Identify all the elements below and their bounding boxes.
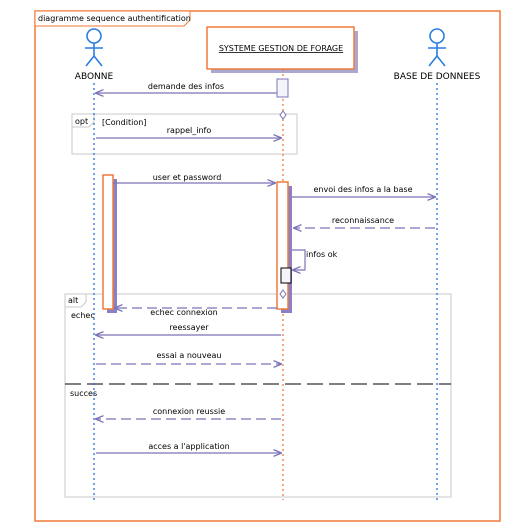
message-label: rappel_info — [167, 126, 212, 135]
opt-fragment: opt [Condition] — [71, 113, 298, 155]
message-label: essai a nouveau — [156, 351, 221, 360]
lifeline-systeme: SYSTEME GESTION DE FORAGE — [206, 26, 358, 500]
message-user-et-password: user et password — [113, 173, 275, 183]
opt-fragment-tab — [71, 113, 95, 128]
message-infos-ok: infos ok — [292, 249, 338, 270]
message-connexion-reussie: connexion reussie — [96, 407, 281, 419]
message-essai-a-nouveau: essai a nouveau — [96, 351, 281, 364]
frame-title: diagramme sequence authentification — [38, 14, 191, 23]
alt-operand-succes: succes — [70, 389, 97, 398]
message-label: acces a l'application — [148, 442, 229, 451]
message-demande-des-infos: demande des infos — [96, 82, 277, 93]
fragment-diamond-opt — [279, 110, 287, 120]
message-echec-connexion: echec connexion — [115, 308, 277, 317]
activation-systeme-1 — [276, 78, 289, 98]
opt-fragment-border — [71, 113, 298, 155]
lifeline-base-label: BASE DE DONNEES — [394, 72, 481, 82]
message-label: echec connexion — [150, 308, 217, 317]
alt-operand-echec: echec — [71, 311, 95, 320]
message-reessayer: reessayer — [96, 323, 281, 335]
lifeline-systeme-label: SYSTEME GESTION DE FORAGE — [219, 44, 343, 53]
lifeline-systeme-box — [206, 26, 355, 70]
lifeline-abonne: ABONNE — [75, 28, 114, 500]
fragment-diamond-alt — [279, 289, 287, 299]
message-label: user et password — [153, 173, 222, 182]
lifeline-base: BASE DE DONNEES — [394, 28, 481, 500]
actor-abonne-icon — [85, 28, 103, 67]
alt-fragment-border — [64, 293, 452, 498]
alt-operator: alt — [68, 296, 78, 305]
message-label: reessayer — [169, 323, 209, 332]
activation-systeme-self — [280, 267, 292, 284]
message-label: infos ok — [306, 250, 338, 259]
message-label: reconnaissance — [332, 216, 394, 225]
frame-border — [34, 10, 501, 522]
activation-systeme-2 — [276, 181, 289, 310]
lifeline-abonne-label: ABONNE — [75, 72, 114, 82]
message-label: demande des infos — [148, 82, 224, 91]
diagram-frame: diagramme sequence authentification — [34, 10, 501, 522]
opt-operator: opt — [75, 117, 88, 126]
message-rappel-info: rappel_info — [96, 126, 281, 138]
activation-abonne — [102, 174, 114, 310]
opt-guard: [Condition] — [102, 118, 146, 127]
actor-base-icon — [428, 28, 446, 67]
message-label: envoi des infos a la base — [314, 185, 413, 194]
message-reconnaissance: reconnaissance — [294, 216, 435, 228]
alt-fragment: alt echec succes — [64, 293, 452, 498]
message-label: connexion reussie — [153, 407, 225, 416]
activation-bars — [102, 78, 292, 313]
frame-title-tab — [34, 10, 191, 27]
alt-fragment-tab — [64, 293, 87, 308]
message-acces-a-l-application: acces a l'application — [96, 442, 281, 453]
message-envoi-des-infos: envoi des infos a la base — [292, 185, 435, 197]
